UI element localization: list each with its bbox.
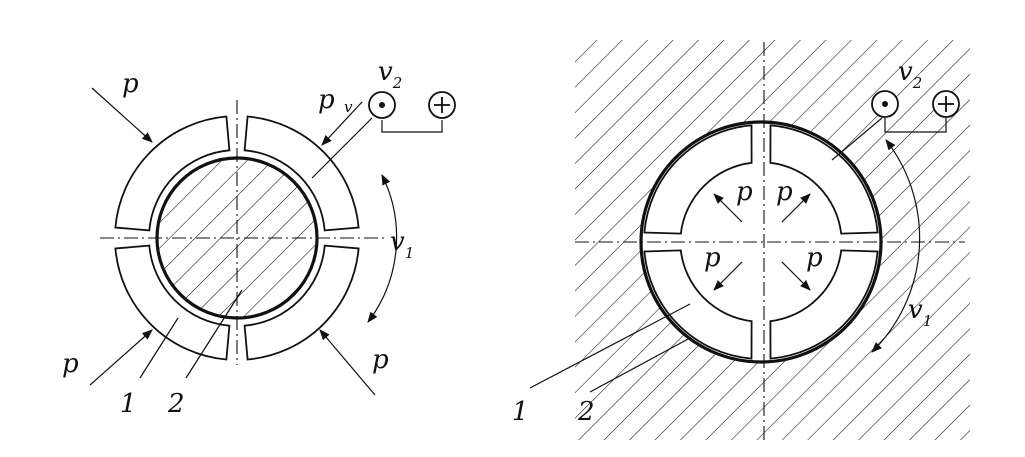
left-leader-1 [139,317,179,379]
right-part-label-2: 2 [577,397,595,427]
left-segment-bottom-right [243,244,360,361]
left-rotation-arrow [367,174,398,323]
right-terminal-minus-dot [882,101,888,107]
right-leader-2 [589,337,691,393]
right-segment-bottom-right [769,249,879,360]
left-force-arrow-bottom-right [319,329,376,396]
left-force-arrow-top-right [321,101,363,146]
right-segment-bottom-left [643,249,753,360]
left-force-arrow-bottom-left [89,329,153,386]
right-velocity-v2: v2 [898,57,922,92]
left-segment-bottom-left [114,244,231,361]
left-force-label-4: p [372,345,389,375]
right-figure: p p p p v1 v2 1 2 [512,40,970,440]
right-force-arrow-top-left [713,193,743,223]
right-circuit-wire [884,118,947,133]
right-force-arrow-bottom-left [713,261,743,291]
right-velocity-v1: v1 [908,295,932,330]
left-velocity-v1: v1 [390,227,414,262]
left-force-label-3: p [62,349,79,379]
left-segment-top-left [114,115,231,232]
left-circuit-wire [381,120,443,133]
left-force-label-2: p [318,85,335,115]
left-part-label-2: 2 [167,389,185,419]
right-electrode-lead [831,117,883,161]
left-force-arrow-top-left [91,87,153,143]
left-velocity-v2: v2 [378,57,402,92]
left-arrow-v-mark: v [344,98,353,116]
right-leader-1 [529,303,691,389]
right-segment-top-left [643,124,753,235]
left-segment-top-right [243,115,360,232]
left-terminal-minus-dot [379,102,385,108]
right-rotation-arrow [871,139,921,353]
left-leader-2 [185,289,243,379]
right-force-label-3: p [704,243,721,273]
left-part-label-1: 1 [120,389,137,419]
right-force-arrow-top-right [781,193,811,223]
right-force-label-2: p [776,177,793,207]
right-force-label-1: p [736,177,753,207]
left-force-label-1: p [122,69,139,99]
right-force-arrow-bottom-right [781,261,811,291]
left-electrode-lead [311,117,373,179]
right-part-label-1: 1 [512,397,529,427]
right-force-label-4: p [806,243,823,273]
left-figure: p p p p v1 v2 v 1 2 [62,57,456,419]
